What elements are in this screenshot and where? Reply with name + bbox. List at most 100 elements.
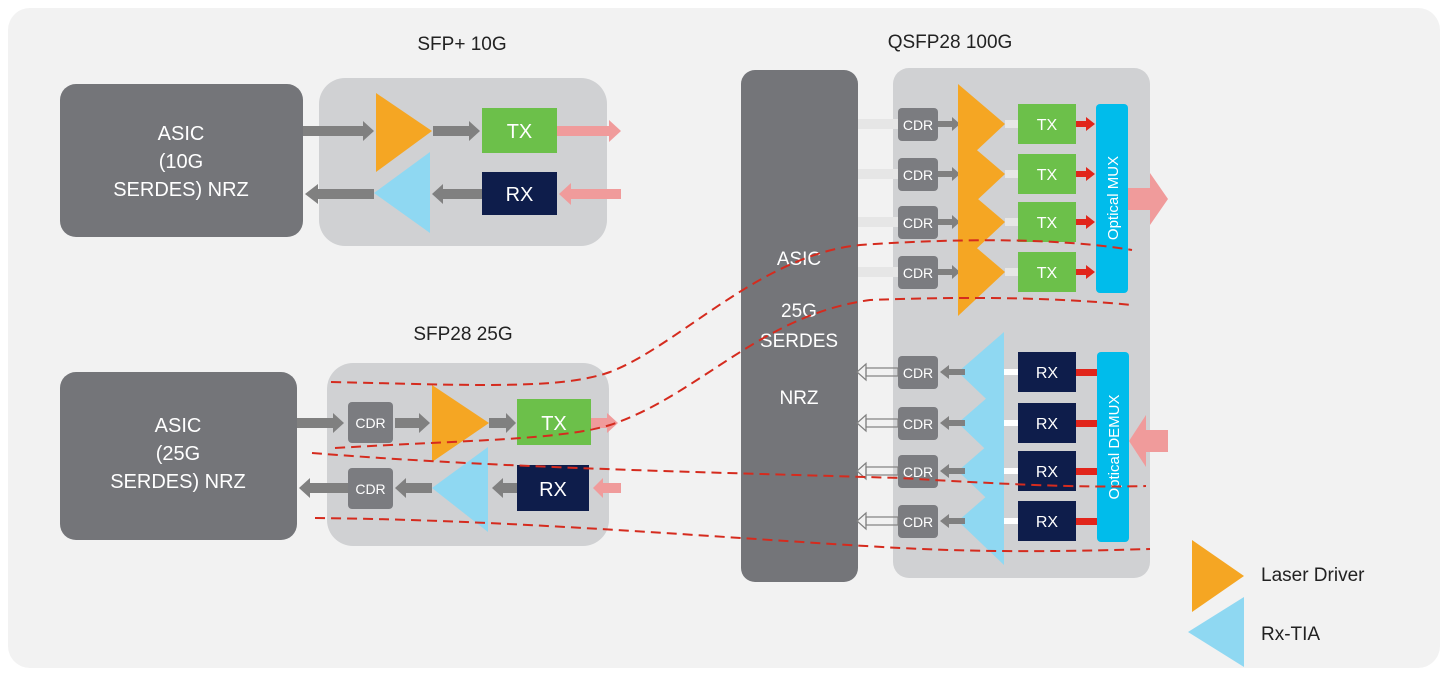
qsfp28-optical-demux [1097,352,1129,542]
sfp28-rx-tia-icon [432,447,488,532]
qsfp28-tx-input-line [858,267,898,277]
sfp28-rx-in-arrowhead [593,478,603,498]
qsfp28-rx-box [1018,501,1076,541]
sfp-plus-tx-mid-arrow [433,126,469,136]
qsfp28-module [893,68,1150,578]
sfp-plus-tx-label: TX [507,121,533,143]
legend-rx-tia-icon [1188,597,1244,667]
qsfp28-tx-cdr [898,158,938,191]
qsfp28-tx-driver-line [1005,218,1019,226]
qsfp28-rx-tia-arrow [949,468,965,474]
sfp28-asic-label-3: SERDES) NRZ [110,471,246,493]
dashed-line-1 [330,239,1133,386]
sfp28-asic-label-2: (25G [156,443,200,465]
qsfp28-tx-cdr-arrow [938,121,952,127]
sfp-plus-tx-in-arrowhead [363,121,374,141]
qsfp28-rx-tia-line [1004,369,1018,375]
qsfp28-rx-cdr-label: CDR [903,464,933,480]
qsfp28-rx-out-arrowhead [856,413,867,433]
sfp28-rx-in-arrow [603,483,621,493]
qsfp28-rx-in-line [1076,518,1097,525]
sfp-plus-laser-driver-icon [376,93,432,172]
legend-rx-tia-label: Rx-TIA [1261,624,1320,645]
qsfp28-tx-label: TX [1037,167,1058,184]
sfp-plus-asic-label-1: ASIC [158,123,205,145]
qsfp28-tx-cdr [898,256,938,289]
qsfp28-tx-label: TX [1037,215,1058,232]
legend-laser-driver-label: Laser Driver [1261,565,1365,586]
sfp28-tx-mid-arrowhead [506,413,516,433]
qsfp28-tx-cdr-arrowhead [952,117,960,131]
sfp-plus-tx-in-arrow [303,126,363,136]
qsfp28-demux-input-arrow [1129,415,1168,467]
qsfp28-rx-label: RX [1036,464,1059,481]
qsfp28-rx-cdr [898,407,938,440]
qsfp28-laser-driver-icon [958,232,1005,316]
sfp-plus-module [319,78,607,246]
qsfp28-rx-label: RX [1036,416,1059,433]
qsfp28-tx-cdr-label: CDR [903,215,933,231]
sfp-plus-title: SFP+ 10G [417,34,506,55]
qsfp28-tx-cdr [898,206,938,239]
qsfp28-tx-cdr-arrowhead [952,167,960,181]
dashed-line-4 [314,517,1151,553]
qsfp28-rx-in-line [1076,369,1097,376]
sfp28-rx-tia-arrow [406,483,432,493]
sfp28-tx-cdr [348,402,393,443]
qsfp28-mux-output-arrow [1128,173,1168,225]
qsfp28-rx-label: RX [1036,365,1059,382]
sfp28-laser-driver-icon [432,385,489,462]
sfp28-rx-mid-arrow [503,483,517,493]
qsfp28-tx-cdr-arrow [938,171,952,177]
qsfp28-rx-label: RX [1036,514,1059,531]
sfp28-group: SFP28 25G ASIC (25G SERDES) NRZ CDR TX R… [60,324,621,546]
dashed-line-3 [311,452,1147,488]
sfp-plus-rx-out-arrow [318,189,374,199]
qsfp28-rx-tia-line [1004,518,1018,524]
sfp-plus-tx-out-arrowhead [609,120,621,142]
qsfp28-tx-box [1018,104,1076,144]
qsfp28-tx-label: TX [1037,265,1058,282]
qsfp28-rx-tia-arrow [949,518,965,524]
qsfp28-tx-input-line [858,169,898,179]
sfp-plus-rx-in-arrowhead [559,183,571,205]
qsfp28-tx-driver-line [1005,120,1019,128]
sfp-plus-rx-mid-arrow [443,189,482,199]
qsfp28-tx-out-arrow [1076,121,1086,127]
qsfp28-asic-label-3: SERDES [760,331,838,352]
lane-mapping-dashed-lines [311,239,1151,553]
sfp28-rx-out-arrow [310,483,348,493]
qsfp28-rx-cdr-label: CDR [903,514,933,530]
qsfp28-tx-out-arrowhead [1086,215,1095,229]
sfp28-rx-out-arrowhead [299,478,310,498]
dashed-line-2 [334,296,1133,449]
qsfp28-tx-box [1018,252,1076,292]
sfp28-tx-cdr-arrow [395,418,419,428]
qsfp28-rx-box [1018,352,1076,392]
qsfp28-rx-in-line [1076,468,1097,475]
sfp28-tx-out-arrowhead [607,413,618,433]
sfp-plus-tx-mid-arrowhead [469,121,480,141]
sfp28-tx-mid-arrow [489,418,506,428]
legend-laser-driver-icon [1192,540,1244,612]
qsfp28-tx-cdr-label: CDR [903,167,933,183]
sfp28-rx-box [517,465,589,511]
legend: Laser Driver Rx-TIA [1188,540,1365,667]
qsfp28-rx-cdr [898,356,938,389]
qsfp28-rx-tia-line [1004,420,1018,426]
qsfp28-rx-lane: RX CDR [856,481,1097,565]
qsfp28-rx-cdr [898,505,938,538]
sfp28-rx-cdr-label: CDR [355,481,385,497]
qsfp28-tx-cdr-arrowhead [952,215,960,229]
qsfp28-rx-tia-line [1004,468,1018,474]
qsfp28-rx-tia-arrowhead [940,464,949,478]
qsfp28-rx-tia-arrow [949,420,965,426]
qsfp28-tx-cdr-label: CDR [903,265,933,281]
qsfp28-asic-label-2: 25G [781,301,817,322]
qsfp28-tx-out-arrowhead [1086,117,1095,131]
sfp-plus-asic [60,84,303,237]
sfp28-rx-label: RX [539,479,567,501]
qsfp28-asic-label-4: NRZ [779,388,818,409]
qsfp28-tx-label: TX [1037,117,1058,134]
